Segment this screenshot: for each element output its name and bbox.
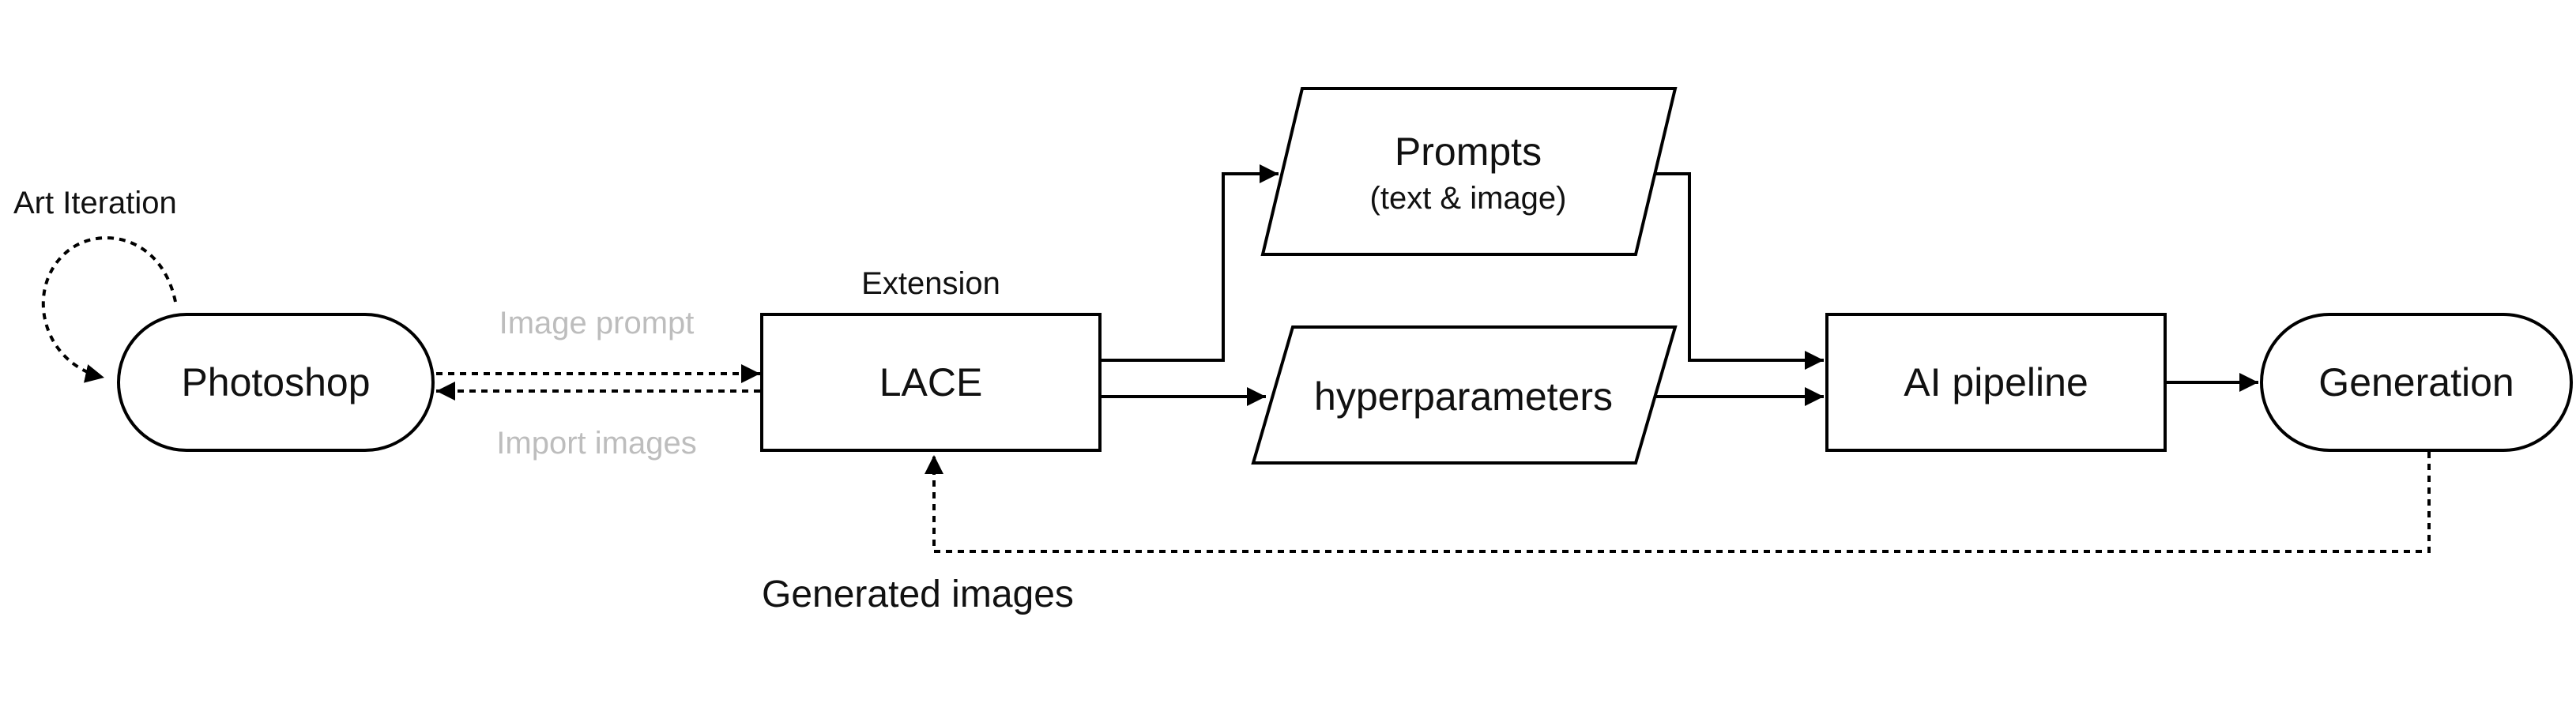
prompts-title: Prompts bbox=[1395, 130, 1542, 174]
lace-to-prompts-arrow bbox=[1100, 164, 1279, 362]
photoshop-node bbox=[117, 313, 435, 452]
art-iteration-label: Art Iteration bbox=[13, 186, 177, 220]
generated-images-arrow bbox=[925, 452, 2431, 553]
extension-label: Extension bbox=[861, 266, 1000, 301]
lace-node bbox=[760, 313, 1102, 452]
import-images-label: Import images bbox=[496, 426, 696, 461]
ai-pipeline-label: AI pipeline bbox=[1904, 360, 2088, 404]
generated-images-label: Generated images bbox=[762, 574, 1074, 615]
art-iteration-loop-arrow bbox=[41, 236, 177, 383]
prompts-subtitle: (text & image) bbox=[1370, 181, 1567, 216]
lace-label: LACE bbox=[879, 360, 983, 404]
image-prompt-label: Image prompt bbox=[499, 306, 695, 340]
ai-pipeline-node bbox=[1825, 313, 2167, 452]
prompts-node bbox=[1260, 87, 1678, 256]
hyperparameters-node bbox=[1251, 325, 1678, 465]
hyperparameters-label: hyperparameters bbox=[1314, 374, 1613, 419]
photoshop-label: Photoshop bbox=[181, 360, 370, 404]
generation-label: Generation bbox=[2318, 360, 2514, 404]
prompts-to-ai-pipeline-arrow bbox=[1655, 172, 1824, 370]
generation-node bbox=[2260, 313, 2573, 452]
